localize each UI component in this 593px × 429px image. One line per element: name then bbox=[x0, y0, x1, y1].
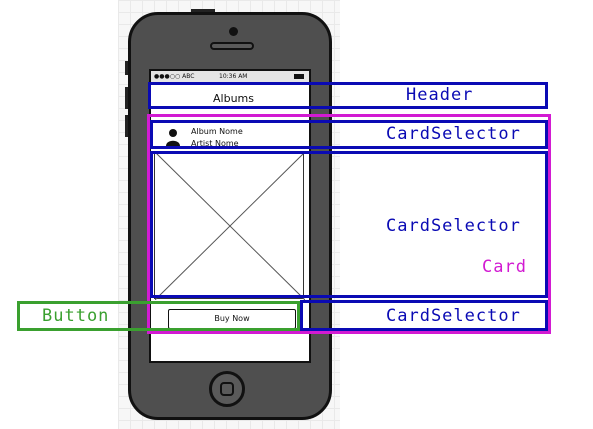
header-annotation-box bbox=[148, 82, 548, 109]
album-name: Album Nome bbox=[191, 127, 243, 136]
button-label: Button bbox=[42, 306, 110, 326]
page-title: Albums bbox=[213, 92, 254, 105]
artist-name: Artist Nome bbox=[191, 139, 239, 148]
power-button bbox=[191, 9, 215, 12]
header-label: Header bbox=[406, 85, 474, 105]
status-carrier: ●●●○○ ABC bbox=[154, 73, 195, 80]
image-placeholder-cross-icon bbox=[155, 152, 305, 300]
home-square-icon bbox=[220, 382, 234, 396]
card-selector-bottom-box bbox=[300, 300, 548, 331]
phone-mockup: ●●●○○ ABC 10:36 AM Albums Album Nome Art… bbox=[125, 9, 332, 420]
volume-up-button bbox=[125, 87, 128, 109]
card-selector-middle-label: CardSelector bbox=[386, 216, 521, 236]
user-avatar-icon bbox=[166, 129, 180, 146]
status-time: 10:36 AM bbox=[219, 73, 248, 80]
battery-icon bbox=[294, 74, 304, 79]
card-selector-middle-box bbox=[150, 151, 548, 298]
camera-icon bbox=[229, 27, 238, 36]
card-selector-bottom-label: CardSelector bbox=[386, 306, 521, 326]
card-label: Card bbox=[482, 257, 527, 277]
volume-down-button bbox=[125, 115, 128, 137]
card-selector-top-label: CardSelector bbox=[386, 124, 521, 144]
button-annotation-box bbox=[17, 301, 300, 331]
phone-screen: ●●●○○ ABC 10:36 AM Albums Album Nome Art… bbox=[149, 69, 311, 363]
card-selector-top-box bbox=[150, 120, 548, 149]
card-annotation-box bbox=[147, 114, 551, 334]
speaker-icon bbox=[210, 42, 254, 50]
mute-switch bbox=[125, 61, 128, 75]
home-button[interactable] bbox=[209, 371, 245, 407]
